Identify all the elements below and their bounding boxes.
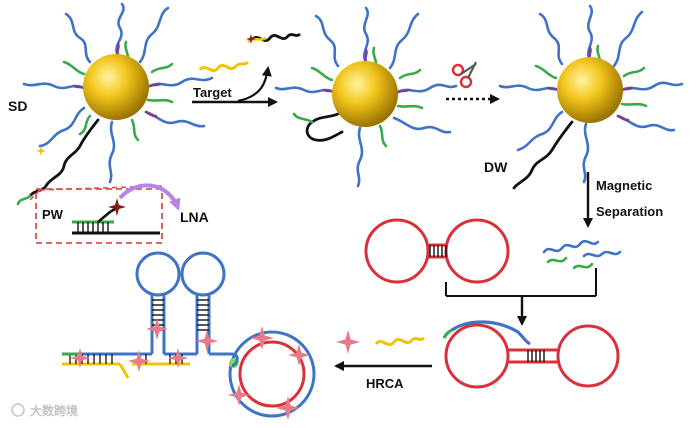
label-target: Target	[193, 85, 232, 100]
label-separation: Separation	[596, 204, 663, 219]
target-release-arrow	[237, 66, 272, 103]
hrca-star-icon	[336, 330, 360, 354]
lna-curve-arrow	[118, 183, 181, 211]
quencher-star-icon	[36, 146, 46, 156]
scissor-icon	[451, 61, 477, 89]
watermark-text: 大数跨境	[30, 403, 78, 418]
gold-nanoparticle-3	[557, 57, 623, 123]
nanoparticle-dw	[498, 4, 684, 190]
released-star-icon	[246, 34, 256, 44]
hrca-step	[334, 330, 432, 371]
label-lna: LNA	[180, 209, 209, 225]
released-dw-strands	[542, 239, 622, 270]
hrca-product	[62, 251, 316, 420]
label-magnetic: Magnetic	[596, 178, 652, 193]
dashed-inset-box	[35, 188, 163, 244]
merge-connector	[445, 268, 597, 326]
inset-pw-lna	[27, 183, 181, 244]
nanoparticle-2	[274, 6, 458, 188]
nanoparticle-sd	[16, 2, 214, 206]
lna-star-icon	[108, 198, 126, 216]
gold-nanoparticle-1	[83, 54, 149, 120]
cleavage-step	[446, 61, 500, 104]
target-step	[192, 32, 301, 107]
strands-np1	[16, 2, 214, 206]
watermark: 大数跨境	[11, 403, 78, 418]
label-hrca: HRCA	[366, 376, 404, 391]
hrca-yellow-strand	[374, 336, 426, 347]
label-pw: PW	[42, 207, 64, 222]
label-dw: DW	[484, 159, 508, 175]
gold-nanoparticle-2	[332, 61, 398, 127]
dumbbell-with-primer	[442, 320, 620, 389]
watermark-logo-icon	[11, 403, 25, 417]
target-strand	[198, 60, 250, 73]
dumbbell-template	[364, 218, 510, 284]
label-sd: SD	[8, 98, 27, 114]
product-star-5-icon	[196, 330, 218, 352]
